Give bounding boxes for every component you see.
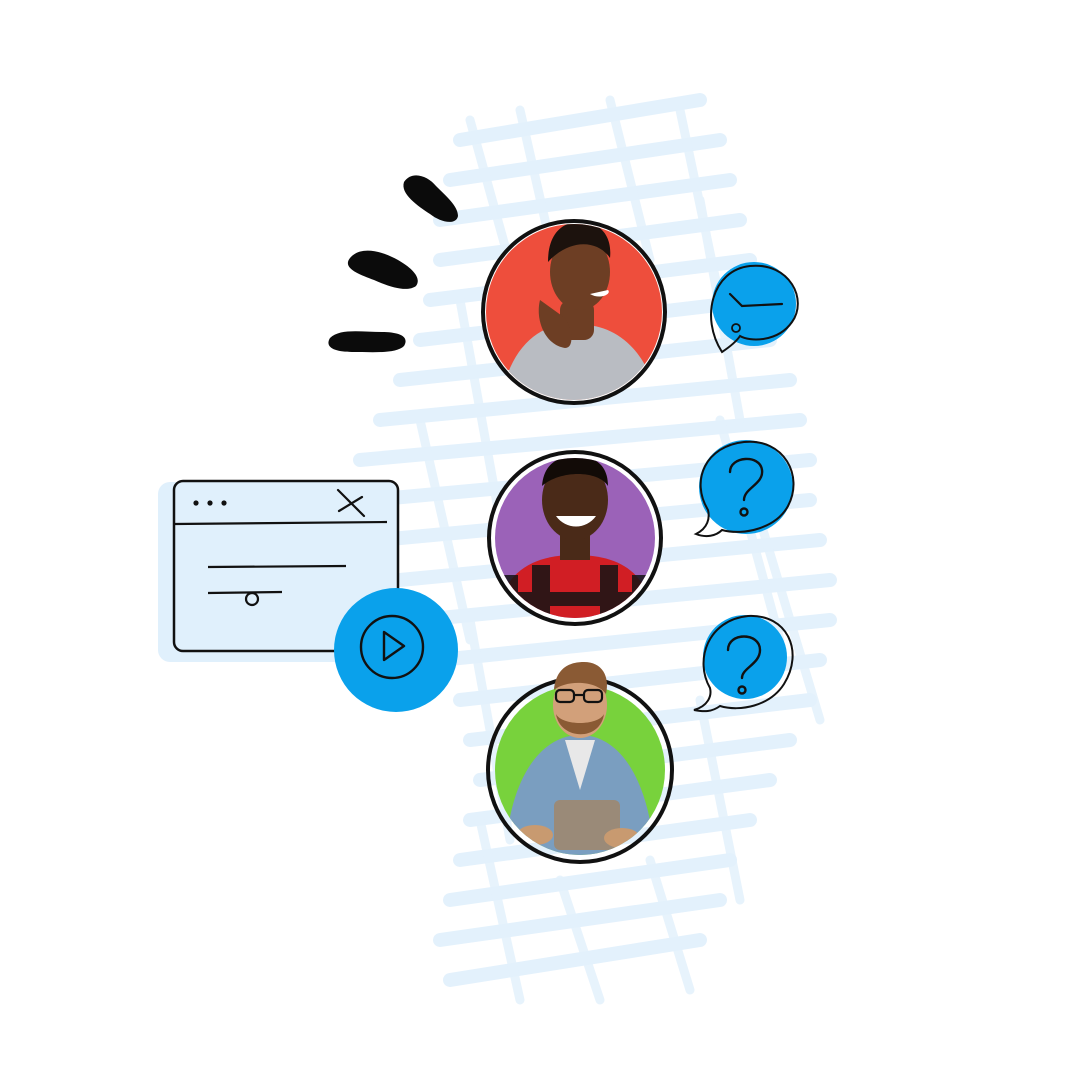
slider-control[interactable] [207, 590, 283, 607]
brush-stroke-2 [347, 250, 418, 289]
browser-window [158, 479, 458, 712]
close-icon[interactable] [336, 488, 366, 518]
speech-bubble-1 [710, 262, 799, 354]
avatar-person-2[interactable] [487, 450, 663, 626]
brush-strokes [328, 175, 458, 353]
checkmark-icon [728, 292, 784, 308]
content-line [207, 564, 347, 569]
avatar-person-3[interactable] [486, 662, 674, 864]
dots-icon[interactable] [193, 500, 227, 506]
browser-window-title-divider [174, 520, 388, 526]
brush-stroke-3 [328, 331, 406, 353]
question-mark-icon [728, 457, 764, 517]
play-button[interactable] [334, 588, 458, 712]
play-icon [382, 630, 406, 662]
avatar-person-1[interactable] [480, 219, 670, 420]
brush-stroke-1 [403, 175, 458, 222]
speech-bubble-3 [693, 614, 794, 713]
speech-bubble-2 [693, 440, 795, 538]
question-mark-icon [726, 635, 762, 695]
